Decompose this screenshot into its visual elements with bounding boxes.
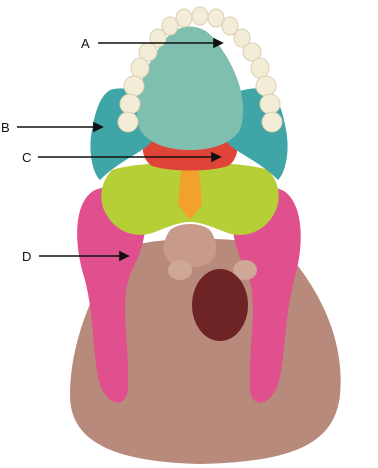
basilar-region: [164, 224, 217, 267]
arrow-head-a: [214, 39, 222, 47]
foramen-magnum: [192, 269, 248, 341]
label-d: D: [22, 249, 31, 264]
label-c: C: [22, 150, 31, 165]
condyle-left: [168, 260, 192, 280]
label-a: A: [81, 36, 90, 51]
label-b: B: [1, 120, 10, 135]
